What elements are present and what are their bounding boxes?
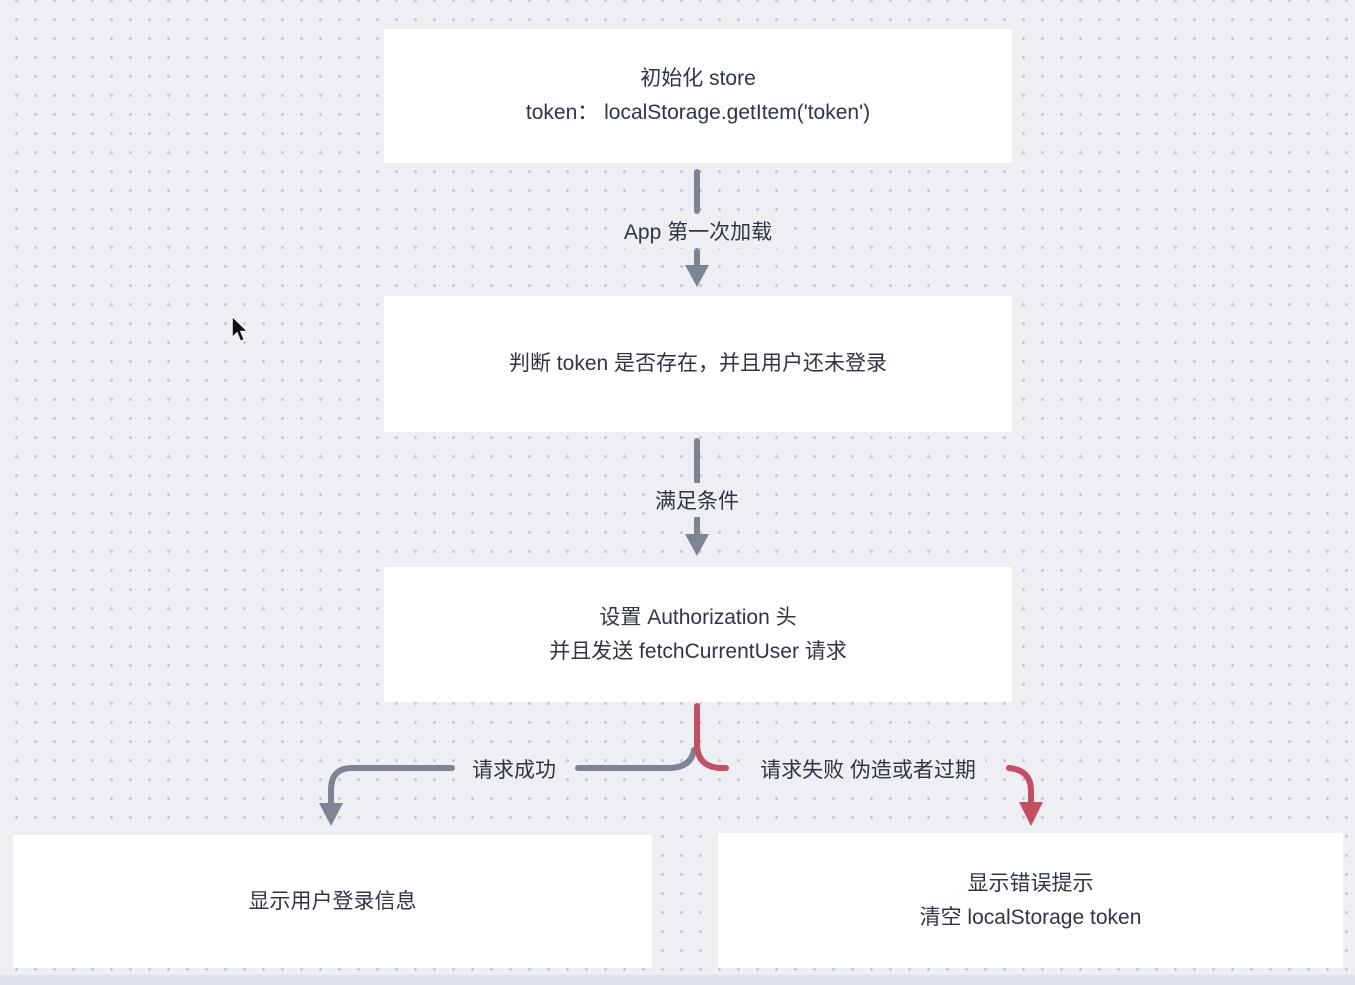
node-text-line: 显示用户登录信息	[248, 889, 417, 913]
edge-label-first-load[interactable]: App 第一次加载	[614, 214, 782, 248]
node-text-line: 初始化 store	[640, 67, 756, 90]
node-show-error[interactable]: 显示错误提示 清空 localStorage token	[718, 833, 1343, 968]
node-text-line: 显示错误提示	[967, 871, 1094, 895]
arrowhead-request-fail	[1019, 802, 1043, 826]
node-text-line: 设置 Authorization 头	[599, 605, 797, 629]
arrowhead-first-load	[685, 265, 709, 287]
arrowhead-request-success	[319, 803, 343, 826]
node-set-auth[interactable]: 设置 Authorization 头 并且发送 fetchCurrentUser…	[384, 567, 1012, 702]
bottom-edge-strip	[0, 975, 1355, 985]
node-text-line: 清空 localStorage token	[919, 905, 1142, 929]
mouse-cursor-icon	[231, 315, 250, 343]
node-text-line: 并且发送 fetchCurrentUser 请求	[549, 639, 847, 663]
edge-label-request-success[interactable]: 请求成功	[463, 752, 565, 786]
node-init-store[interactable]: 初始化 store token： localStorage.getItem('t…	[384, 29, 1012, 163]
node-check-token[interactable]: 判断 token 是否存在，并且用户还未登录	[384, 296, 1012, 432]
edge-label-condition-met[interactable]: 满足条件	[646, 483, 748, 517]
node-text-line: token： localStorage.getItem('token')	[525, 101, 871, 124]
connector-request-fail[interactable]	[694, 703, 1034, 806]
edge-label-request-fail[interactable]: 请求失败 伪造或者过期	[751, 752, 985, 786]
arrowhead-condition-met	[685, 534, 709, 556]
node-text-line: 判断 token 是否存在，并且用户还未登录	[508, 352, 888, 375]
node-show-user[interactable]: 显示用户登录信息	[13, 835, 652, 968]
connector-request-success[interactable]	[328, 747, 697, 807]
